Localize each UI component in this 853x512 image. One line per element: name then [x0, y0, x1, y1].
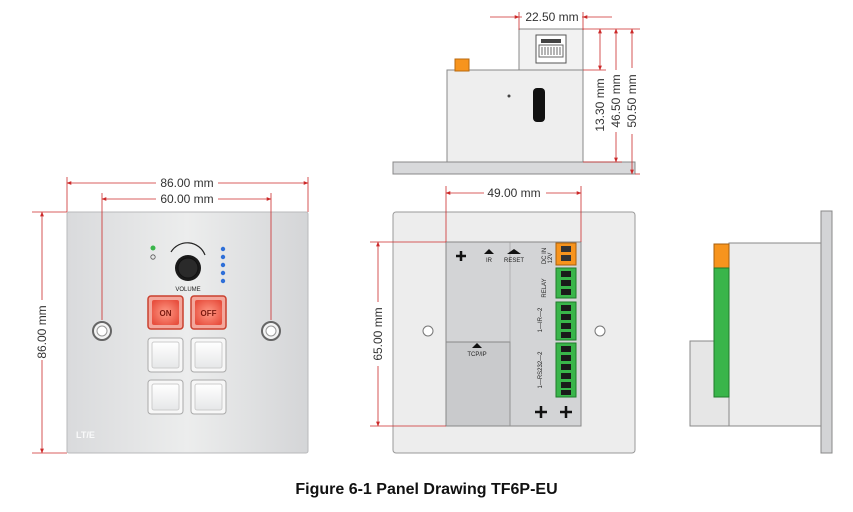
svg-text:OFF: OFF: [201, 309, 217, 318]
orange-terminal-top: [454, 58, 470, 72]
power-led: [150, 245, 156, 251]
reset-label: RESET: [504, 258, 524, 264]
back-view: IR RESET TCP/IP DC IN 12V RELAY 1—IR—2 1…: [370, 186, 636, 454]
side-plate: [820, 210, 833, 454]
button-3[interactable]: [147, 337, 184, 373]
ir-label: IR: [486, 258, 493, 264]
dim-49: 49.00 mm: [487, 186, 540, 200]
dim-86-height: 86.00 mm: [35, 305, 49, 358]
top-view: 22.50 mm 13.30 mm 46.50 mm 50.50 mm: [392, 10, 640, 175]
back-screw-bottom-right: [560, 406, 572, 418]
side-body: [728, 242, 822, 427]
brand-logo: LT/E: [76, 430, 95, 440]
dim-46-50: 46.50 mm: [609, 74, 623, 127]
dc-in-label: DC IN: [542, 248, 548, 264]
reset-indicator-icon: [507, 249, 521, 254]
power-icon: [150, 254, 156, 260]
v12-label: 12V: [548, 253, 554, 264]
volume-level-leds: [220, 246, 226, 284]
side-view: [689, 210, 833, 454]
dim-86-width: 86.00 mm: [160, 176, 213, 190]
ir-indicator-icon: [484, 249, 494, 254]
relay-label: RELAY: [542, 278, 548, 297]
on-button[interactable]: ON: [147, 295, 184, 330]
dim-13-30: 13.30 mm: [593, 78, 607, 131]
back-screw-bottom-left: [535, 406, 547, 418]
svg-text:ON: ON: [160, 309, 172, 318]
figure-caption: Figure 6-1 Panel Drawing TF6P-EU: [295, 481, 558, 498]
front-view: VOLUME ON OFF: [32, 176, 309, 454]
side-terminal-green: [713, 267, 730, 398]
volume-knob[interactable]: [170, 242, 206, 281]
dim-60-width: 60.00 mm: [160, 192, 213, 206]
button-5[interactable]: [147, 379, 184, 415]
ir-terminal: [555, 301, 577, 341]
ir-window: [533, 88, 545, 122]
tcpip-label: TCP/IP: [467, 352, 486, 358]
ir-group-label: 1—IR—2: [538, 307, 544, 332]
off-button[interactable]: OFF: [190, 295, 227, 330]
top-plate: [392, 161, 636, 175]
side-terminal-orange: [713, 243, 730, 269]
back-screw-top-left: [454, 249, 468, 263]
button-4[interactable]: [190, 337, 227, 373]
tcpip-indicator-icon: [472, 343, 482, 348]
dim-50-50: 50.50 mm: [625, 74, 639, 127]
dim-65: 65.00 mm: [371, 307, 385, 360]
dim-22-50: 22.50 mm: [525, 10, 578, 24]
top-body: [446, 69, 584, 163]
button-6[interactable]: [190, 379, 227, 415]
volume-label: VOLUME: [175, 287, 200, 293]
rs232-label: 1—RS232—2: [538, 351, 544, 389]
front-faceplate: [66, 211, 309, 454]
